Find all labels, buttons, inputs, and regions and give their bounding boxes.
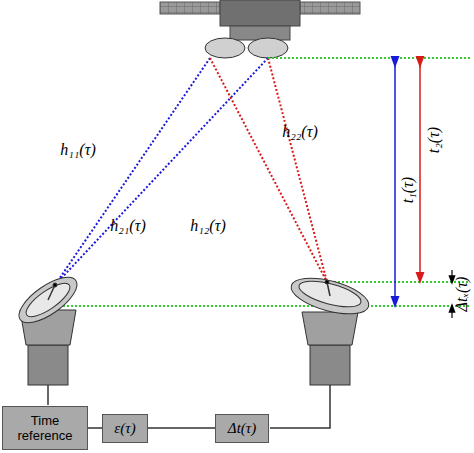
channel-label: h₁₂(τ) (190, 217, 226, 235)
delay-label: t₁(τ) (399, 177, 417, 203)
delay-label: t₂(τ) (425, 127, 443, 153)
connector (148, 427, 215, 429)
satellite (160, 0, 360, 58)
channel-label: h₁₁(τ) (60, 141, 96, 159)
delay-label: Δtₓ(τ) (453, 277, 471, 312)
process-box: Time reference (2, 406, 88, 450)
process-box: Δt(τ) (215, 414, 269, 443)
box-text: ε(τ) (114, 420, 135, 437)
channel-label: h₂₁(τ) (110, 217, 146, 235)
connector (88, 427, 102, 429)
box-text: Δt(τ) (228, 420, 256, 437)
ground-antenna (12, 269, 84, 405)
ground-antenna (270, 271, 373, 428)
process-box: ε(τ) (102, 414, 148, 443)
box-text: Time reference (3, 413, 87, 443)
channel-label: h₂₂(τ) (282, 123, 318, 141)
